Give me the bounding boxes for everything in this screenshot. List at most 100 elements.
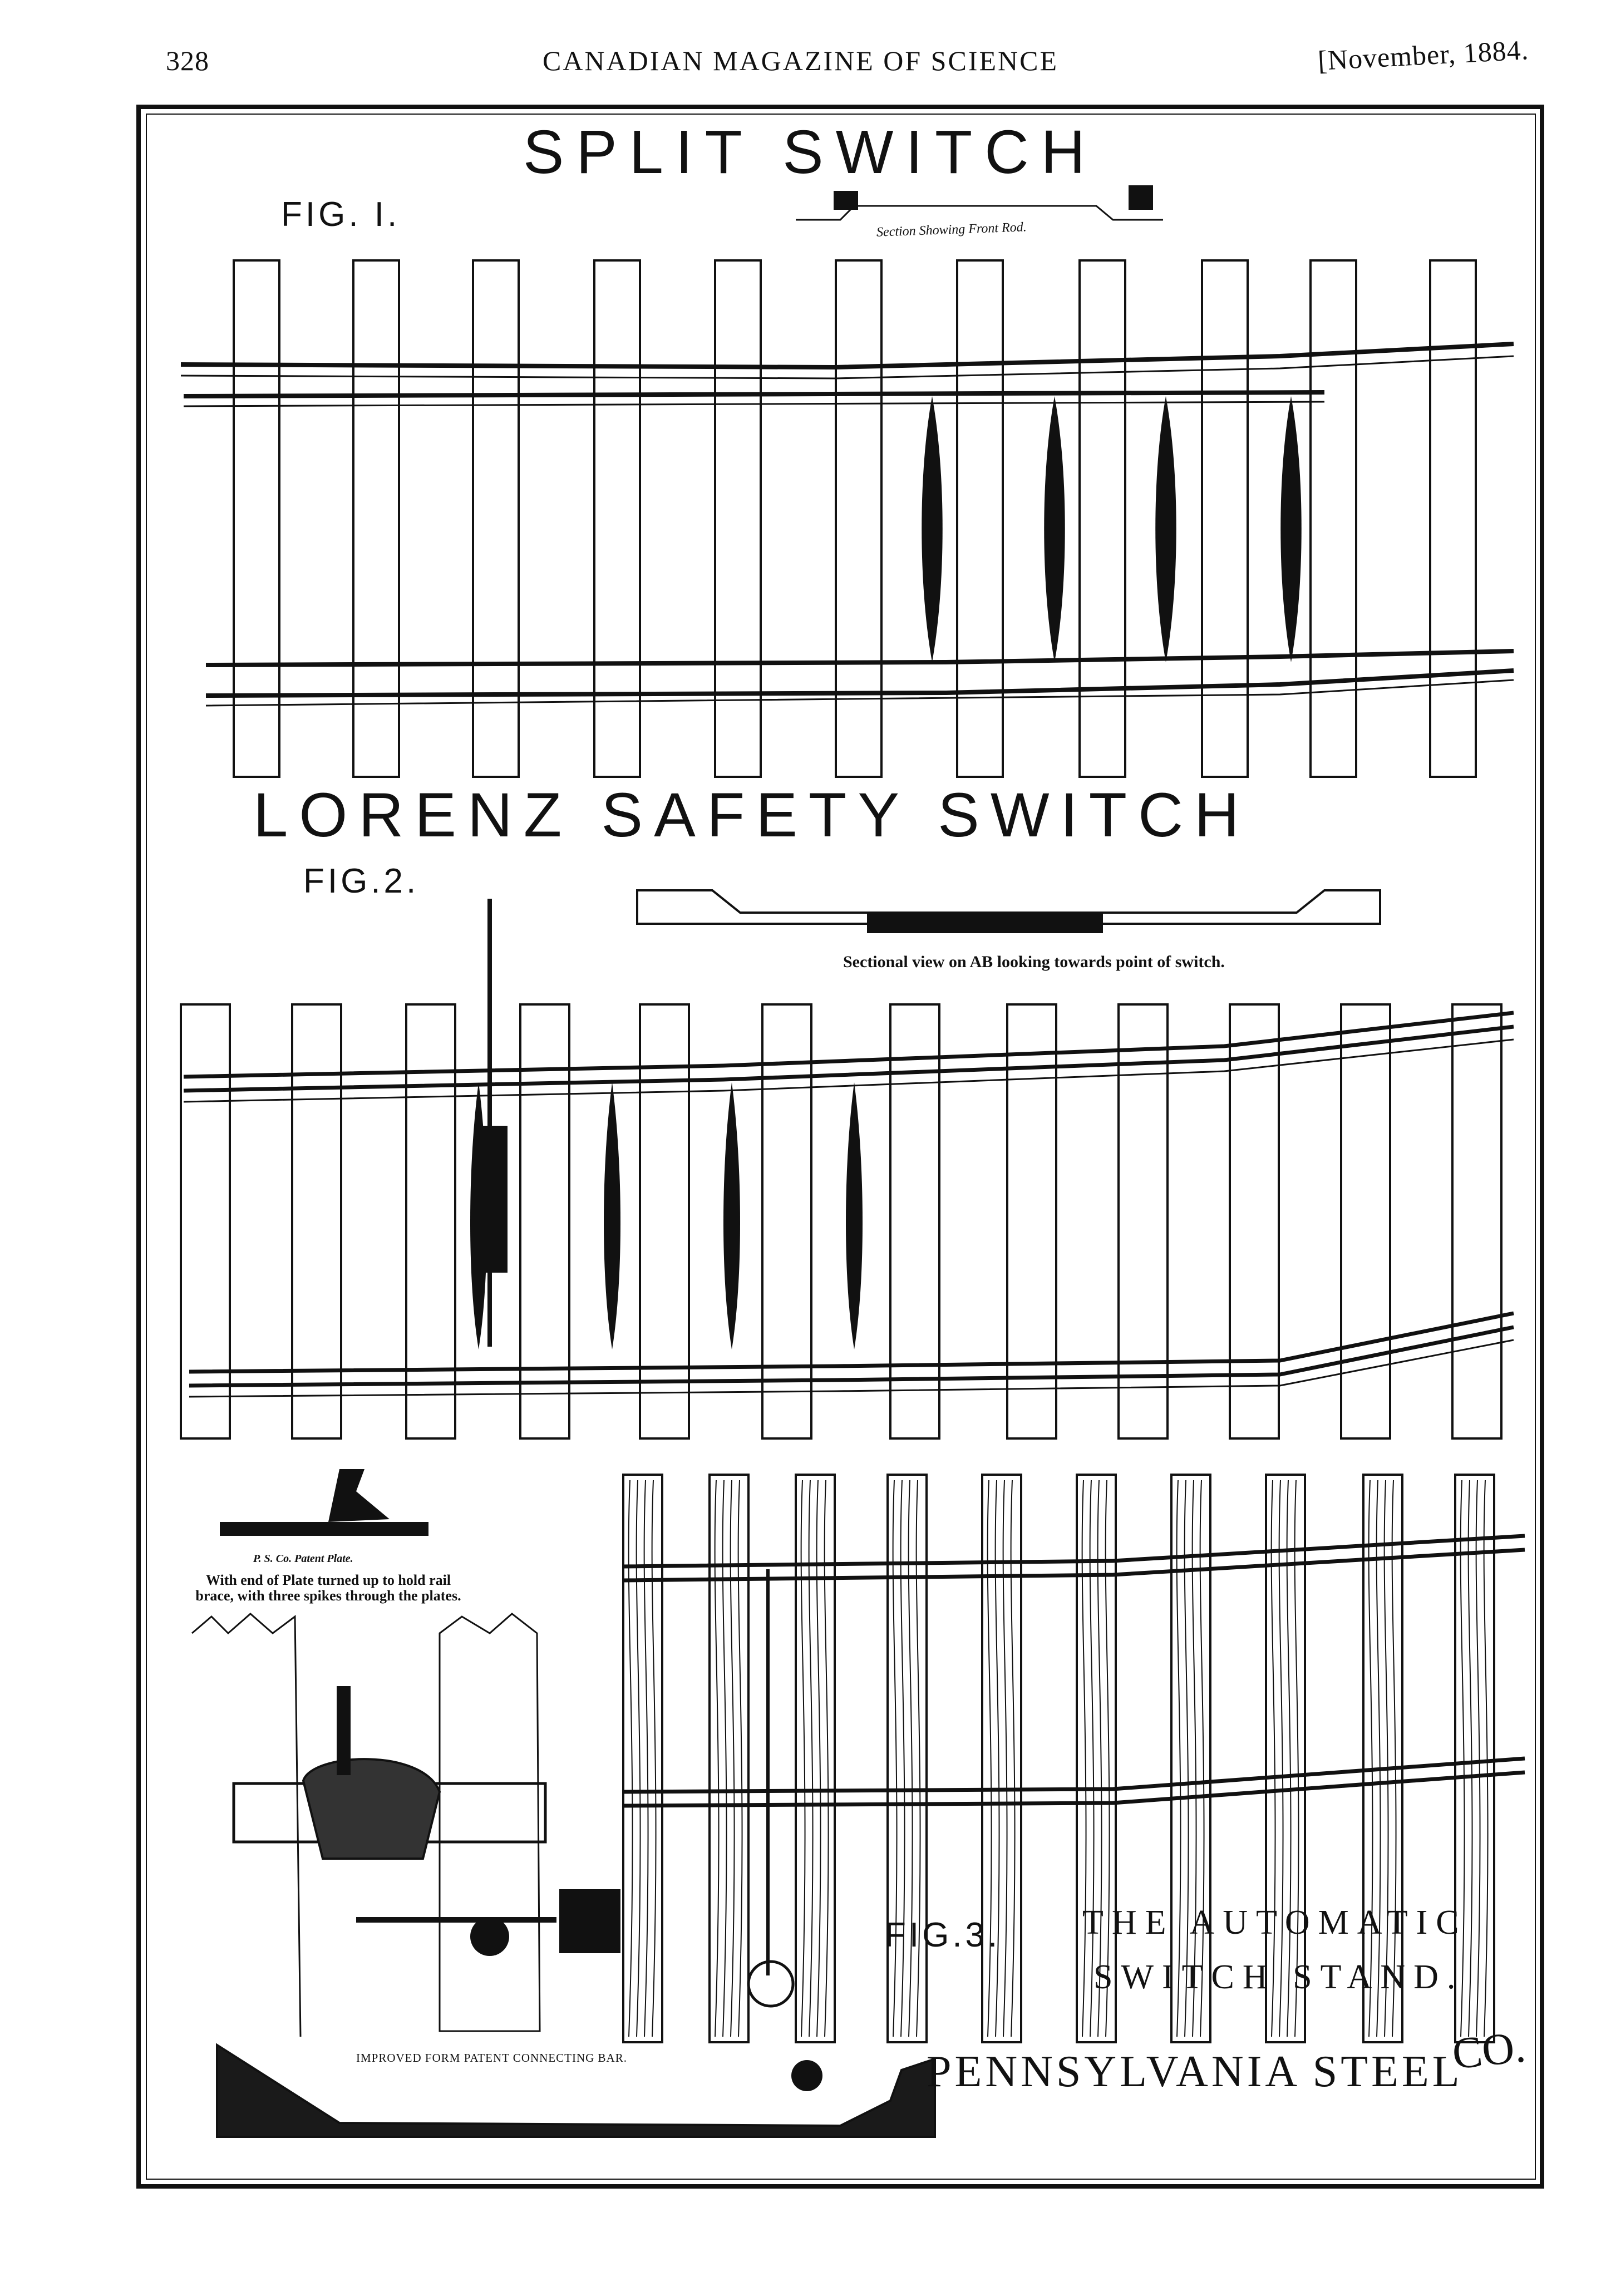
page-number: 328	[166, 45, 209, 76]
wood-grain	[1199, 1480, 1205, 2037]
sleeper	[1309, 259, 1357, 778]
connecting-rod	[1280, 396, 1302, 662]
wood-grain	[808, 1480, 814, 2037]
rail	[623, 1756, 1525, 1794]
wood-grain	[714, 1480, 720, 2037]
wood-grain	[987, 1480, 992, 2037]
wood-grain	[824, 1480, 829, 2037]
wood-grain	[1002, 1480, 1008, 2037]
connecting-rod	[846, 1082, 863, 1349]
rail	[183, 1011, 1514, 1079]
lorenz-switch-drawing	[180, 889, 1514, 1440]
split-switch-heading: SPLIT SWITCH	[523, 118, 1098, 186]
section-outline	[796, 205, 1163, 221]
rail-edge	[183, 1038, 1514, 1103]
patent-plate	[220, 1522, 428, 1536]
wood-grain	[722, 1480, 727, 2037]
wood-grain	[892, 1480, 898, 2037]
wood-grain	[994, 1480, 1000, 2037]
plate-border	[136, 105, 1544, 2189]
wood-grain	[1376, 1480, 1381, 2037]
magazine-title: CANADIAN MAGAZINE OF SCIENCE	[542, 45, 1059, 76]
wood-grain	[1383, 1480, 1389, 2037]
sleeper	[291, 1003, 342, 1440]
connecting-rod	[723, 1082, 740, 1349]
rail	[205, 649, 1514, 667]
fig2-label: FIG.2.	[303, 862, 420, 900]
company-name: PENNSYLVANIA STEEL	[927, 2047, 1463, 2096]
sleeper	[835, 259, 883, 778]
connecting-bar	[216, 2043, 936, 2138]
wood-grain	[1081, 1480, 1087, 2037]
wood-grain	[636, 1480, 641, 2037]
sleeper	[639, 1003, 690, 1440]
connecting-rod	[922, 396, 943, 662]
wood-grain	[908, 1480, 913, 2037]
connecting-bar-caption: IMPROVED FORM PATENT CONNECTING BAR.	[356, 2051, 627, 2065]
wood-grain	[1176, 1480, 1181, 2037]
wood-grain	[1097, 1480, 1102, 2037]
wood-grain	[1010, 1480, 1016, 2037]
wood-grain	[1368, 1480, 1373, 2037]
sleeper	[1229, 1003, 1280, 1440]
wood-grain	[1270, 1480, 1276, 2037]
rail	[189, 1325, 1514, 1388]
wood-grain	[900, 1480, 905, 2037]
rail	[189, 1311, 1514, 1374]
lorenz-switch-heading: LORENZ SAFETY SWITCH	[253, 780, 1250, 850]
connecting-rod	[604, 1082, 620, 1349]
plate-inner-border	[146, 114, 1536, 2180]
company-suffix: CO.	[1450, 2022, 1528, 2079]
sleeper	[1340, 1003, 1391, 1440]
patent-plate-caption: P. S. Co. Patent Plate.	[253, 1553, 353, 1565]
wood-grain	[816, 1480, 821, 2037]
sleeper	[352, 259, 400, 778]
rail-edge	[180, 355, 1514, 380]
wood-grain	[800, 1480, 806, 2037]
sleeper	[1201, 259, 1249, 778]
wood-grain	[915, 1480, 921, 2037]
stand-gear-housing	[302, 1758, 441, 1860]
wood-grain	[628, 1480, 633, 2037]
connecting-rod	[1155, 396, 1176, 662]
detail-drawings	[191, 1469, 936, 2138]
fig1-label: FIG. I.	[281, 195, 401, 234]
split-switch-drawing	[180, 185, 1514, 778]
sleeper	[1451, 1003, 1503, 1440]
sleeper	[1006, 1003, 1057, 1440]
rail	[205, 668, 1514, 698]
wood-grain	[737, 1480, 743, 2037]
sleeper	[1429, 259, 1477, 778]
sleeper	[593, 259, 641, 778]
stand-counterweight	[559, 1889, 620, 1953]
stand-base	[747, 1960, 795, 2008]
wood-grain	[1278, 1480, 1284, 2037]
broken-sleeper	[191, 1613, 302, 2037]
rail	[183, 390, 1325, 398]
rail	[623, 1548, 1525, 1583]
wood-grain	[1191, 1480, 1197, 2037]
patent-plate-brace	[328, 1469, 390, 1522]
rail-edge	[205, 679, 1514, 707]
wood-grain	[1294, 1480, 1299, 2037]
stand-lamp	[470, 1917, 509, 1956]
connecting-bar-knob	[791, 2060, 822, 2091]
sleeper	[714, 259, 762, 778]
automatic-stand-drawing	[622, 1474, 1525, 2043]
wood-grain	[651, 1480, 657, 2037]
rail	[180, 342, 1514, 370]
patent-plate-description: With end of Plate turned up to hold rail…	[195, 1572, 461, 1604]
connecting-rod	[1044, 396, 1065, 662]
sleeper	[233, 259, 280, 778]
rail-edge	[189, 1339, 1514, 1398]
wood-grain	[730, 1480, 735, 2037]
wood-grain	[643, 1480, 649, 2037]
sleeper	[472, 259, 520, 778]
automatic-stand-title-line2: SWITCH STAND.	[1093, 1958, 1464, 1996]
stand-lever	[337, 1686, 351, 1775]
wood-grain	[1089, 1480, 1095, 2037]
sleeper	[956, 259, 1004, 778]
rail	[623, 1534, 1525, 1569]
sleeper	[761, 1003, 812, 1440]
